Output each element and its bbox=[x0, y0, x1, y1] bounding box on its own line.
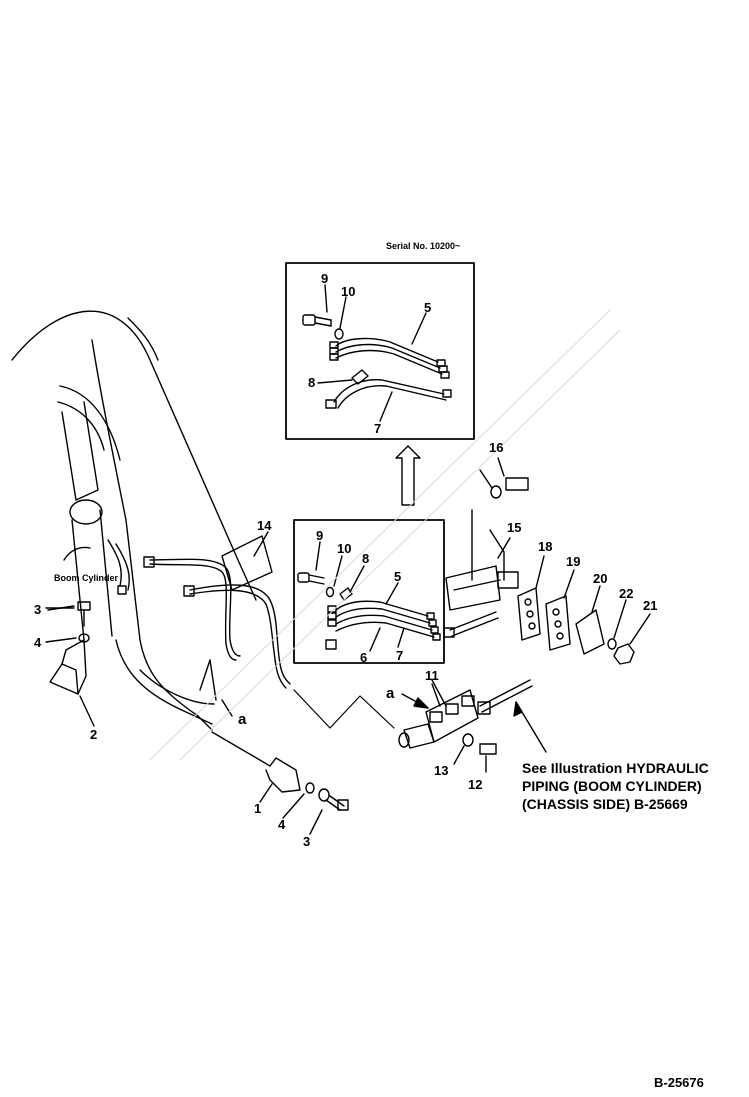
boom-hoses bbox=[64, 540, 290, 688]
callout-11: 11 bbox=[425, 668, 439, 683]
callout-8-mid: 8 bbox=[362, 551, 369, 566]
callout-16: 16 bbox=[489, 440, 503, 455]
inset-standard-version bbox=[294, 520, 444, 663]
callout-4-left: 4 bbox=[34, 635, 42, 650]
reference-note-line-2: PIPING (BOOM CYLINDER) bbox=[522, 778, 702, 794]
clamp-part bbox=[352, 370, 368, 384]
reference-note: See Illustration HYDRAULIC PIPING (BOOM … bbox=[522, 759, 742, 813]
drawing-number: B-25676 bbox=[654, 1075, 704, 1090]
callout-3-left: 3 bbox=[34, 602, 41, 617]
valve-block-11 bbox=[399, 680, 532, 748]
bolt-part bbox=[303, 315, 331, 326]
callout-5-top: 5 bbox=[424, 300, 431, 315]
bracket-left bbox=[46, 602, 94, 726]
callout-3-bottom: 3 bbox=[303, 834, 310, 849]
bolt-16 bbox=[480, 458, 528, 498]
callout-12: 12 bbox=[468, 777, 482, 792]
route-line bbox=[294, 690, 394, 728]
callout-19: 19 bbox=[566, 554, 580, 569]
inset-serial-version bbox=[286, 263, 474, 439]
nut-21 bbox=[614, 614, 650, 664]
callout-1: 1 bbox=[254, 801, 261, 816]
boom-cylinder-label: Boom Cylinder bbox=[54, 573, 119, 583]
callout-10-top: 10 bbox=[341, 284, 355, 299]
callout-labels: 9 10 5 8 7 9 10 8 5 6 7 14 16 15 18 19 2… bbox=[34, 271, 657, 849]
upgrade-arrow bbox=[396, 446, 420, 505]
reference-arrow bbox=[514, 702, 546, 752]
clamp-half-18 bbox=[518, 556, 544, 640]
callout-13: 13 bbox=[434, 763, 448, 778]
callout-2: 2 bbox=[90, 727, 97, 742]
callout-9-mid: 9 bbox=[316, 528, 323, 543]
bracket-lower bbox=[212, 732, 348, 834]
washer-part bbox=[335, 329, 343, 339]
boom-structure bbox=[12, 311, 272, 730]
callout-4-bottom: 4 bbox=[278, 817, 286, 832]
callout-6-mid: 6 bbox=[360, 650, 367, 665]
pipe-assembly-part bbox=[330, 339, 449, 378]
route-letter-a-valve: a bbox=[386, 685, 395, 702]
callout-20: 20 bbox=[593, 571, 607, 586]
callout-7-top: 7 bbox=[374, 421, 381, 436]
washer-13 bbox=[454, 734, 473, 764]
watermark-strokes bbox=[150, 310, 620, 760]
callout-22: 22 bbox=[619, 586, 633, 601]
reference-note-line-3: (CHASSIS SIDE) B-25669 bbox=[522, 796, 688, 812]
callout-15: 15 bbox=[507, 520, 521, 535]
callout-14: 14 bbox=[257, 518, 272, 533]
callout-18: 18 bbox=[538, 539, 552, 554]
callout-5-mid: 5 bbox=[394, 569, 401, 584]
callout-21: 21 bbox=[643, 598, 657, 613]
clamp-half-19 bbox=[546, 570, 574, 650]
plate-20 bbox=[576, 586, 604, 654]
callout-10-mid: 10 bbox=[337, 541, 351, 556]
hose-part bbox=[326, 380, 451, 408]
callout-9-top: 9 bbox=[321, 271, 328, 286]
callout-7-mid: 7 bbox=[396, 648, 403, 663]
callout-8-top: 8 bbox=[308, 375, 315, 390]
serial-number-label: Serial No. 10200~ bbox=[386, 241, 461, 251]
clamp-bracket-15 bbox=[444, 510, 518, 637]
route-letter-a-boom: a bbox=[238, 711, 247, 728]
reference-note-line-1: See Illustration HYDRAULIC bbox=[522, 760, 709, 776]
bolt-12 bbox=[480, 744, 496, 772]
washer-22 bbox=[608, 600, 626, 649]
